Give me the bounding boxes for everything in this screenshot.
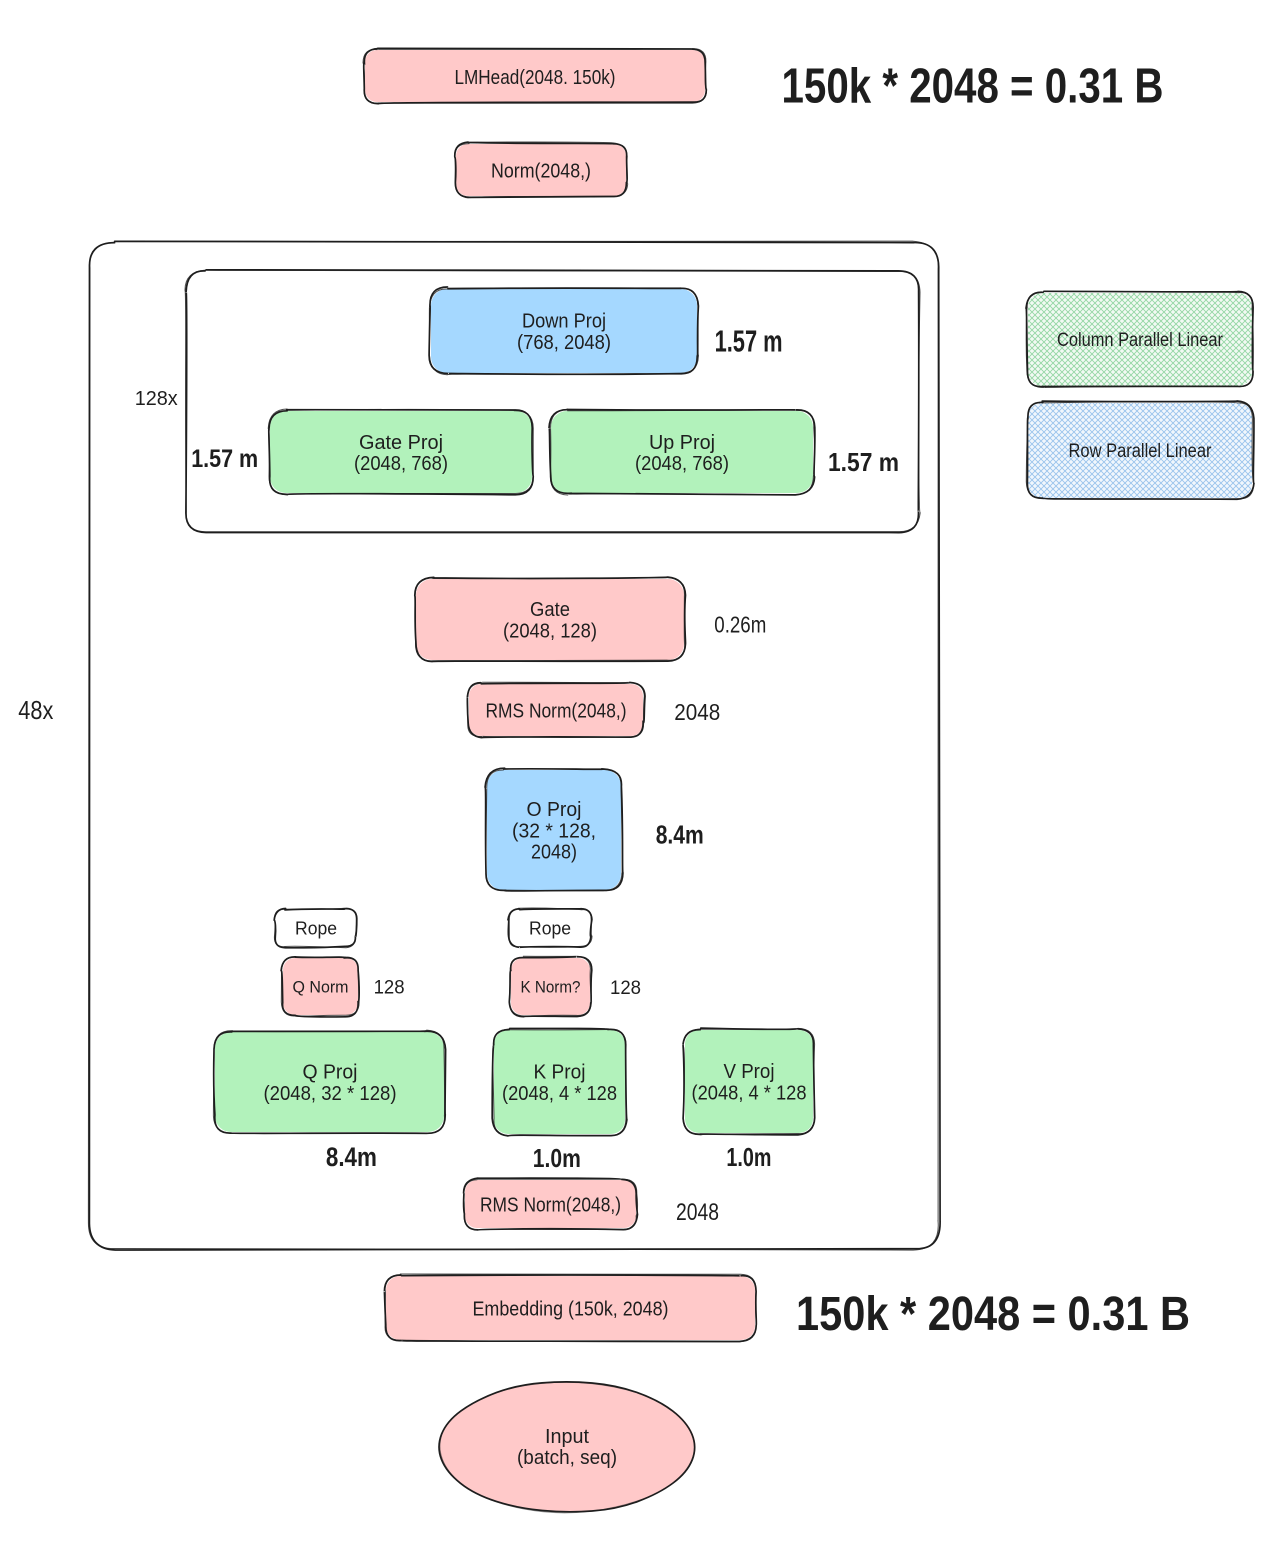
svg-text:128: 128 [374, 978, 405, 999]
svg-text:2048: 2048 [676, 1199, 719, 1226]
svg-text:48x: 48x [18, 695, 53, 725]
svg-text:Up Proj: Up Proj [649, 432, 715, 454]
svg-text:(batch, seq): (batch, seq) [517, 1447, 617, 1469]
svg-text:Gate: Gate [530, 599, 570, 621]
svg-text:Norm(2048,): Norm(2048,) [491, 160, 591, 182]
svg-text:2048: 2048 [674, 699, 720, 725]
svg-text:1.0m: 1.0m [726, 1142, 771, 1172]
svg-text:Q Norm: Q Norm [293, 978, 349, 997]
svg-text:8.4m: 8.4m [656, 820, 704, 850]
svg-text:Rope: Rope [295, 919, 337, 939]
svg-text:V Proj: V Proj [724, 1061, 775, 1083]
svg-text:K Proj: K Proj [534, 1062, 586, 1084]
svg-text:1.57 m: 1.57 m [828, 447, 899, 477]
svg-text:0.26m: 0.26m [714, 612, 766, 638]
svg-text:(768, 2048): (768, 2048) [517, 332, 611, 354]
svg-text:Input: Input [545, 1426, 589, 1448]
svg-text:128x: 128x [135, 388, 178, 410]
svg-text:Gate Proj: Gate Proj [359, 432, 443, 454]
svg-text:(2048, 768): (2048, 768) [635, 453, 729, 475]
svg-text:RMS Norm(2048,): RMS Norm(2048,) [480, 1194, 621, 1216]
svg-text:128: 128 [610, 978, 641, 999]
svg-text:(2048, 4 * 128: (2048, 4 * 128 [692, 1082, 807, 1104]
svg-text:LMHead(2048. 150k): LMHead(2048. 150k) [455, 67, 616, 89]
svg-text:2048): 2048) [531, 842, 577, 864]
svg-text:O Proj: O Proj [527, 799, 582, 821]
svg-text:150k * 2048 = 0.31 B: 150k * 2048 = 0.31 B [796, 1288, 1190, 1341]
svg-text:Embedding (150k, 2048): Embedding (150k, 2048) [473, 1298, 669, 1320]
svg-text:1.57 m: 1.57 m [715, 324, 783, 359]
svg-text:150k * 2048 = 0.31 B: 150k * 2048 = 0.31 B [782, 59, 1164, 113]
svg-text:Down Proj: Down Proj [522, 311, 606, 333]
svg-text:1.0m: 1.0m [533, 1143, 581, 1173]
svg-text:Rope: Rope [529, 919, 571, 939]
svg-text:8.4m: 8.4m [326, 1142, 377, 1172]
svg-text:(2048, 32 * 128): (2048, 32 * 128) [264, 1083, 397, 1105]
svg-text:Row Parallel Linear: Row Parallel Linear [1069, 441, 1213, 462]
svg-text:(32 * 128,: (32 * 128, [512, 820, 596, 842]
svg-text:1.57 m: 1.57 m [191, 445, 258, 473]
svg-text:(2048, 128): (2048, 128) [503, 621, 597, 643]
svg-text:Column Parallel Linear: Column Parallel Linear [1057, 330, 1224, 351]
svg-text:(2048, 768): (2048, 768) [354, 453, 448, 475]
svg-text:Q Proj: Q Proj [303, 1062, 358, 1084]
svg-text:K Norm?: K Norm? [521, 978, 581, 997]
svg-text:(2048, 4 * 128: (2048, 4 * 128 [502, 1083, 617, 1105]
svg-text:RMS Norm(2048,): RMS Norm(2048,) [486, 700, 627, 722]
